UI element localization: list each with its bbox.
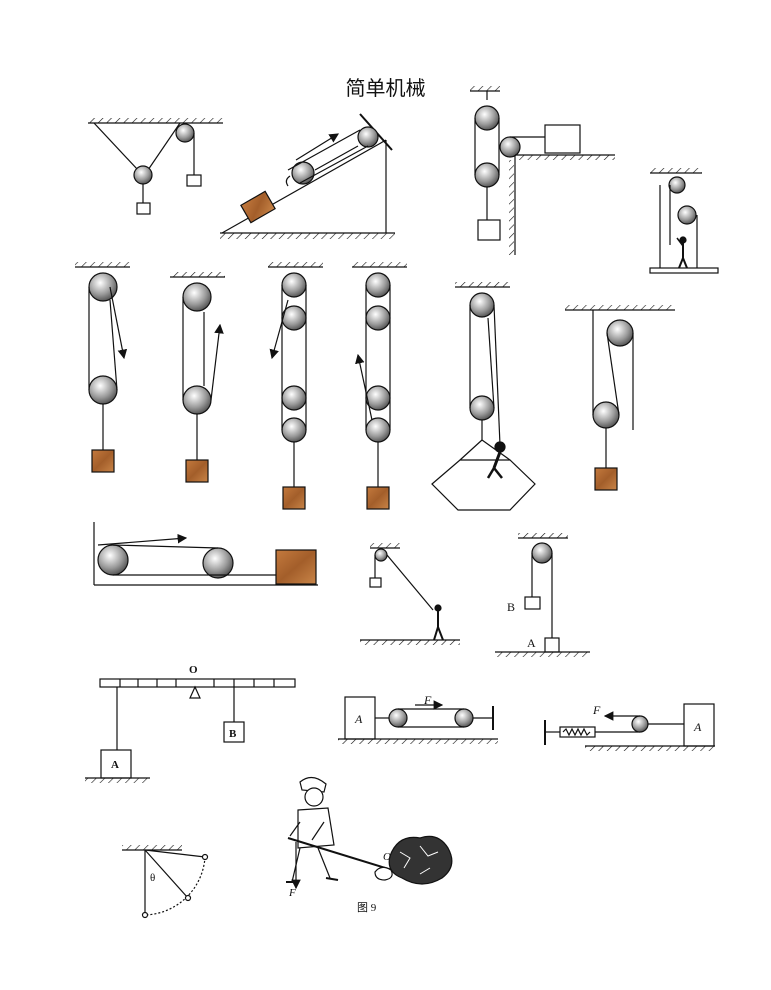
pulley-ab-figure [495, 533, 590, 657]
pendulum-angle-label: θ [150, 872, 155, 884]
pendulum-figure [122, 845, 209, 919]
basket-lift-figure [431, 282, 536, 511]
pulley-a-label: A [527, 636, 536, 650]
incline-pulley-figure [220, 113, 395, 239]
pulley-b-label: B [507, 600, 515, 614]
horizontal-pulley-figure [93, 522, 318, 586]
self-lifting-box-figure [649, 168, 719, 274]
pulley-block-2-figure [170, 272, 225, 483]
lever-block-a-label: A [111, 759, 119, 771]
lever-scale-figure [85, 678, 296, 783]
table-edge-pulley-figure [470, 86, 615, 255]
page-title: 简单机械 [345, 76, 426, 100]
movable-pulley-ceiling-figure [88, 118, 223, 215]
lever-block-b-label: B [229, 728, 237, 740]
pulley-block-3-figure [268, 262, 323, 510]
lever-pivot-label: O [189, 664, 198, 676]
figure-caption: 图 9 [357, 901, 377, 914]
crowbar-fulcrum-label: O [383, 851, 391, 863]
wall-block-a-label: A [693, 720, 702, 734]
spring-scale-wall-figure [544, 703, 715, 751]
spring-force-label: F [423, 693, 432, 707]
crowbar-rock-figure [286, 776, 453, 890]
spring-pulley-block-figure [338, 696, 498, 744]
wall-force-label: F [592, 703, 601, 717]
spring-block-a-label: A [354, 712, 363, 726]
pulley-block-1-figure [75, 262, 130, 473]
crowbar-force-label: F [288, 887, 296, 899]
person-pulling-rope-figure [360, 543, 460, 645]
pulley-block-4-figure [352, 262, 407, 510]
pulley-block-5-figure [565, 305, 675, 491]
